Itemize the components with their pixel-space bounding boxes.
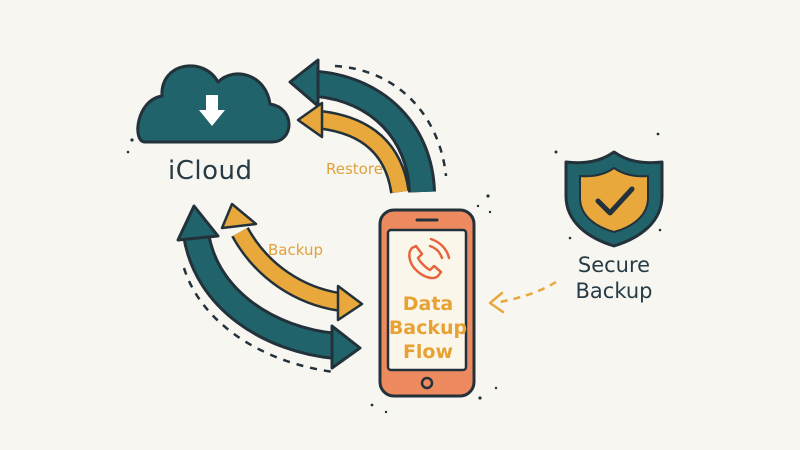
restore-label: Restore <box>326 160 383 178</box>
phone-call-icon <box>408 237 451 280</box>
restore-teal-arrow <box>288 58 436 193</box>
phone-label-line: Flow <box>402 341 454 363</box>
cloud-label: iCloud <box>168 156 253 186</box>
restore-dashed-guide <box>334 64 448 177</box>
restore-amber-arrow <box>296 101 410 194</box>
backup-dashed-guide <box>182 267 335 374</box>
secure-dashed-arrow <box>488 280 557 314</box>
secure-backup-label: Secure Backup <box>568 252 660 304</box>
phone-label-line: Data <box>402 293 454 315</box>
secure-label-line: Backup <box>575 279 653 303</box>
backup-amber-arrow <box>220 202 364 322</box>
shield-check-icon <box>564 150 664 248</box>
phone-label: Data Backup Flow <box>388 292 468 364</box>
phone-label-line: Backup <box>388 317 468 339</box>
decorative-dots <box>126 132 662 414</box>
backup-teal-arrow <box>176 204 362 370</box>
secure-label-line: Secure <box>577 253 651 277</box>
cloud-download-icon <box>136 64 291 144</box>
backup-label: Backup <box>268 241 323 259</box>
phone-icon <box>378 208 476 398</box>
